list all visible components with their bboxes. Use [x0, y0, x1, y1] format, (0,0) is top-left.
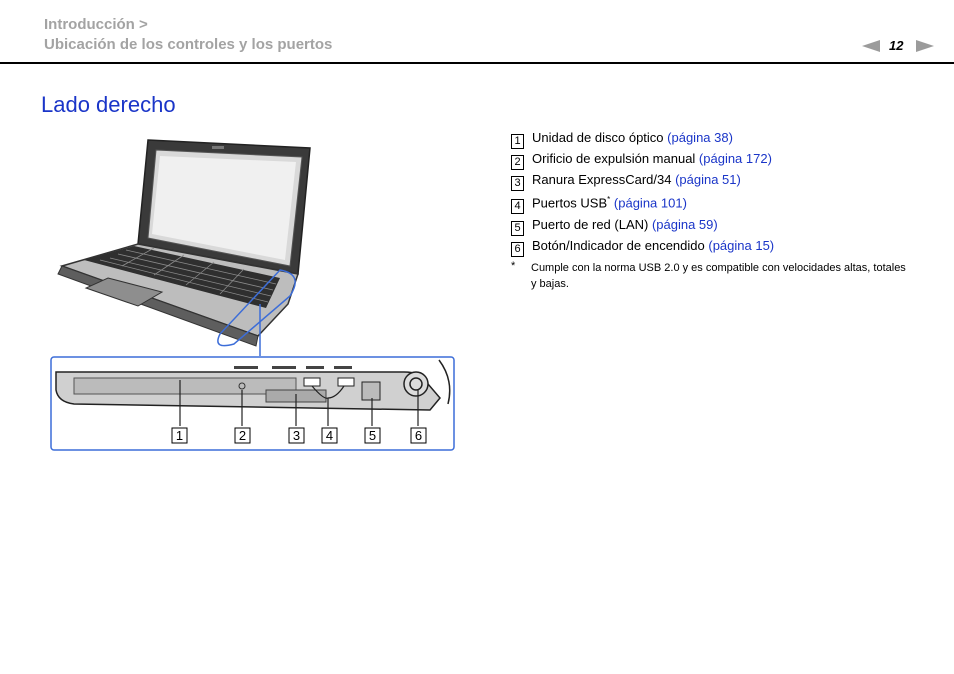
laptop-right-side-figure: 1 2 3 4 5 6 — [44, 128, 464, 458]
section-title: Lado derecho — [41, 92, 176, 117]
breadcrumb-current[interactable]: Ubicación de los controles y los puertos — [44, 36, 333, 53]
page-link[interactable]: (página 59) — [651, 217, 718, 232]
list-item: 5 Puerto de red (LAN) (página 59) — [511, 217, 718, 236]
callout-box-3 — [288, 427, 305, 444]
list-item: 1 Unidad de disco óptico (página 38) — [511, 130, 733, 149]
item-text: Puertos USB — [532, 195, 608, 211]
page-link[interactable]: (página 38) — [667, 130, 733, 145]
callout-box-6 — [410, 427, 427, 444]
page-number: 12 — [889, 38, 904, 53]
page-link[interactable]: (página 15) — [708, 238, 775, 253]
list-item: 2 Orificio de expulsión manual (página 17… — [511, 151, 772, 170]
callout-label-2: 2 — [239, 428, 246, 443]
page-navigator: 12 — [862, 38, 934, 54]
previous-page-icon[interactable] — [862, 40, 880, 52]
item-text: Puerto de red (LAN) — [532, 217, 652, 232]
callout-box-2 — [234, 427, 251, 444]
item-text: Orificio de expulsión manual — [532, 151, 699, 166]
callout-label-6: 6 — [415, 428, 422, 443]
page-link[interactable]: (página 101) — [613, 195, 687, 211]
laptop-illustration: 1 2 3 4 5 6 — [50, 139, 455, 451]
page-link[interactable]: (página 51) — [675, 172, 741, 187]
callout-label-1: 1 — [176, 428, 183, 443]
footnote-marker: * — [607, 195, 611, 204]
page-header: Introducción > Ubicación de los controle… — [0, 0, 954, 64]
item-text: Unidad de disco óptico — [532, 130, 668, 145]
item-text: Botón/Indicador de encendido — [532, 238, 709, 253]
item-number: 2 — [511, 155, 524, 170]
list-item: 6 Botón/Indicador de encendido (página 15… — [511, 238, 775, 257]
callout-box-4 — [321, 427, 338, 444]
next-page-icon[interactable] — [916, 40, 934, 52]
item-number: 3 — [511, 176, 524, 191]
callout-label-5: 5 — [369, 428, 376, 443]
callout-box-1 — [171, 427, 188, 444]
item-number: 5 — [511, 221, 524, 236]
footnote-mark: * — [511, 260, 516, 272]
list-item: 3 Ranura ExpressCard/34 (página 51) — [511, 172, 741, 191]
callout-box-5 — [364, 427, 381, 444]
header-divider — [0, 62, 954, 64]
footnote-text: Cumple con la norma USB 2.0 y es compati… — [531, 262, 906, 290]
item-number: 4 — [511, 199, 524, 215]
page-link[interactable]: (página 172) — [698, 151, 772, 166]
item-text: Ranura ExpressCard/34 — [532, 172, 676, 187]
item-number: 1 — [511, 134, 524, 149]
callout-label-3: 3 — [293, 428, 300, 443]
breadcrumb-parent[interactable]: Introducción > — [44, 16, 148, 33]
item-number: 6 — [511, 242, 524, 257]
list-item: 4 Puertos USB* (página 101) — [511, 195, 687, 215]
callout-label-4: 4 — [326, 428, 333, 443]
